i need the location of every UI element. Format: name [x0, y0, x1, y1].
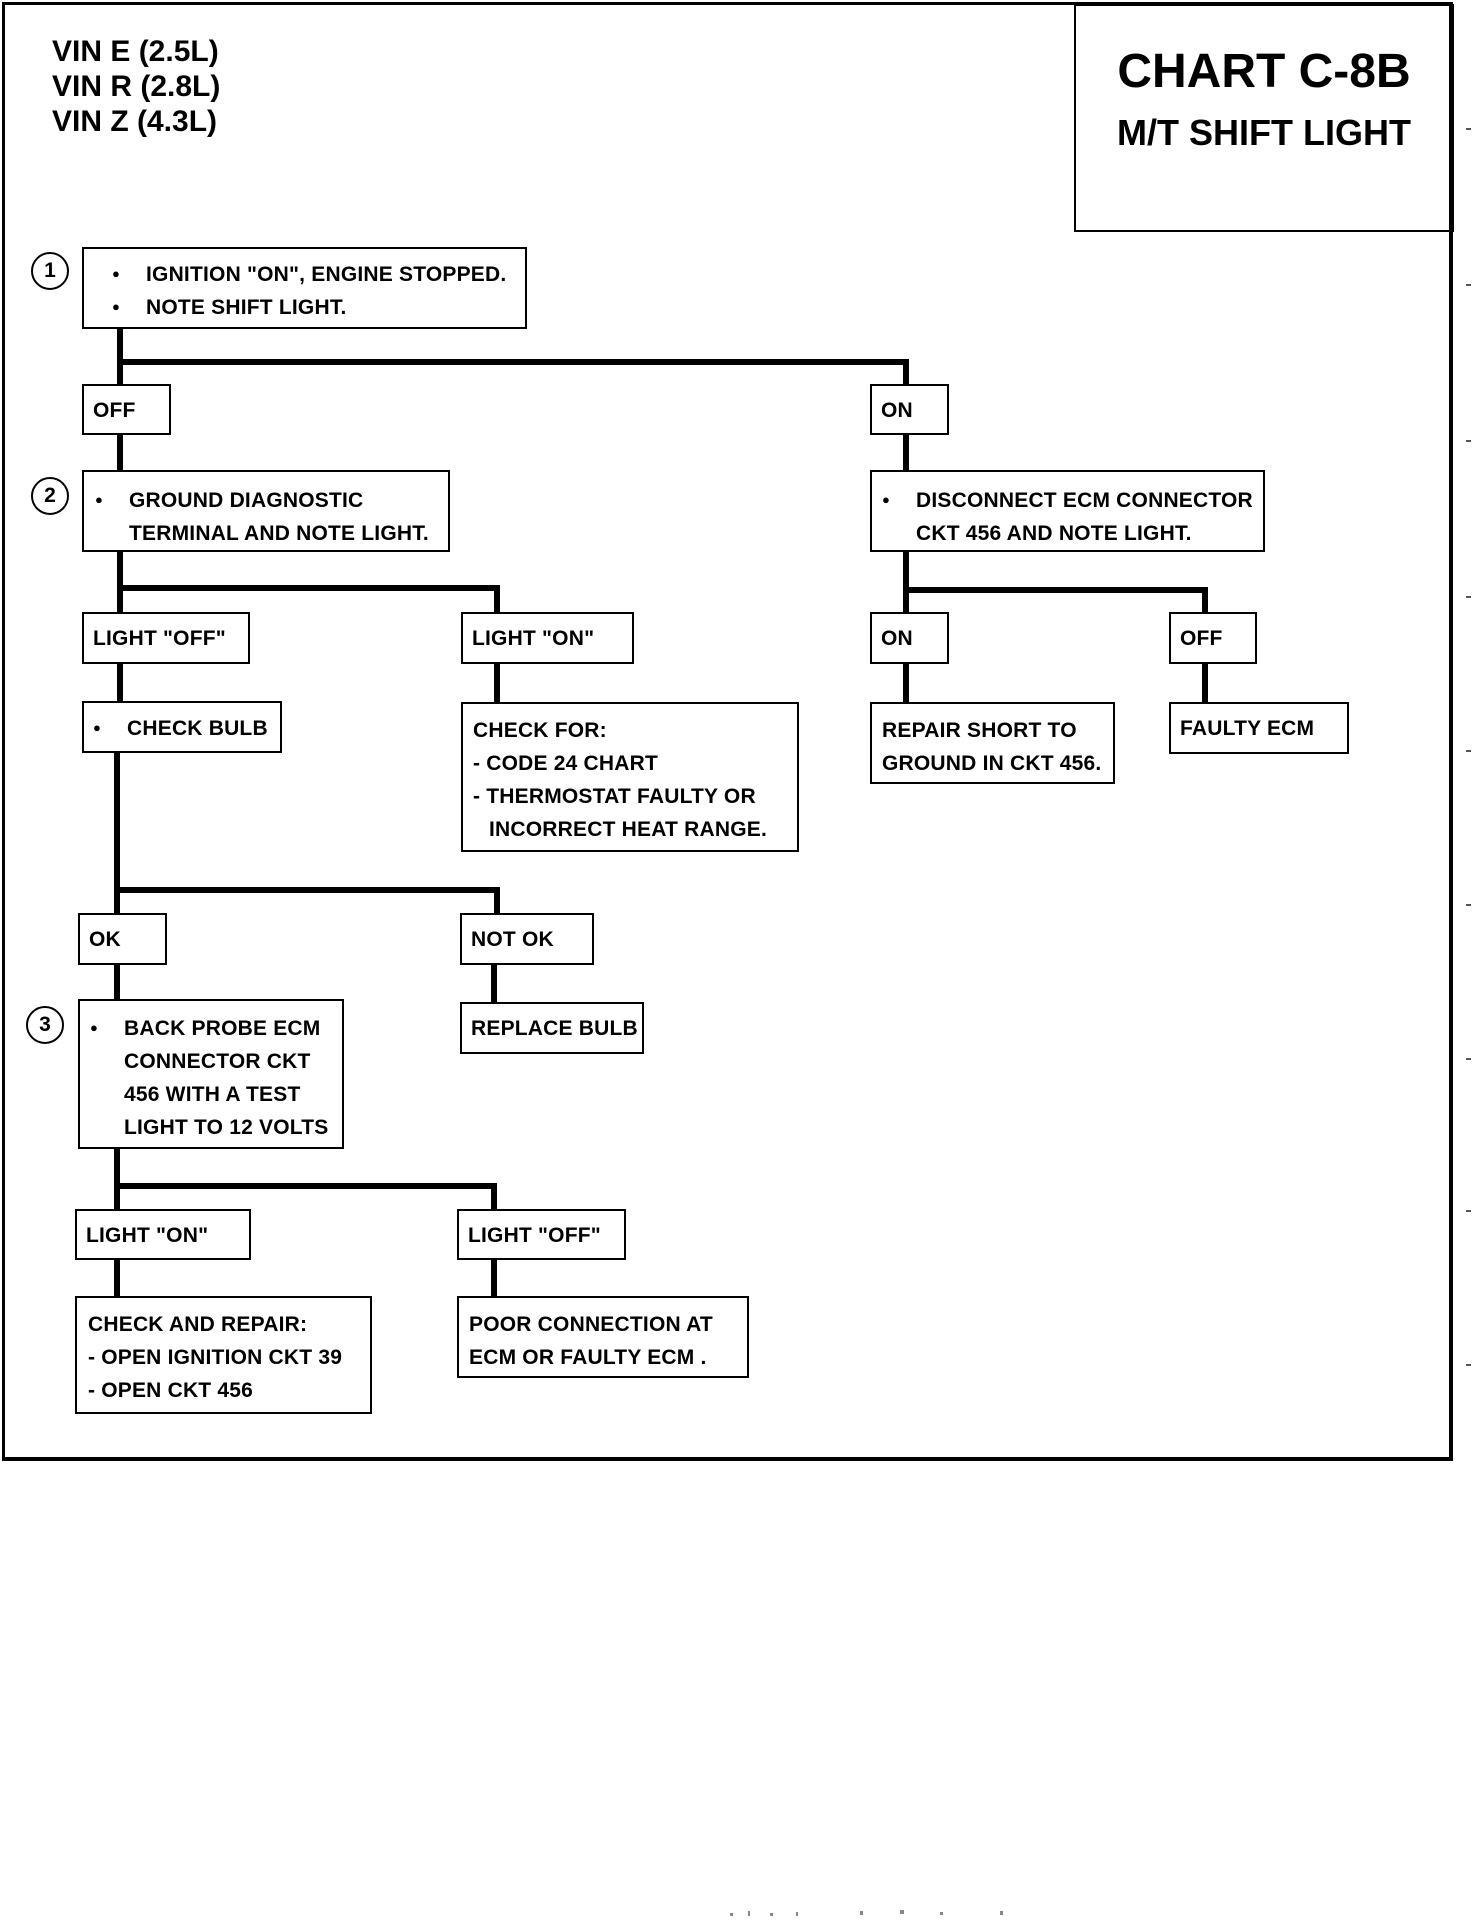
check-for-line-4: INCORRECT HEAT RANGE. [489, 818, 767, 841]
step3-line-1: BACK PROBE ECM [90, 1017, 320, 1041]
repair-short-line-1: REPAIR SHORT TO [882, 719, 1077, 742]
step3-line-4: LIGHT TO 12 VOLTS [124, 1116, 329, 1139]
step1-box: IGNITION "ON", ENGINE STOPPED. NOTE SHIF… [82, 247, 527, 329]
repair-short-line-2: GROUND IN CKT 456. [882, 752, 1102, 775]
poor-connection-box: POOR CONNECTION AT ECM OR FAULTY ECM . [457, 1296, 749, 1378]
vin-line-e: VIN E (2.5L) [52, 35, 219, 68]
disconnect-line-2: CKT 456 AND NOTE LIGHT. [916, 522, 1192, 545]
step-number-2: 2 [31, 477, 69, 515]
poor-connection-line-2: ECM OR FAULTY ECM . [469, 1346, 707, 1369]
disconnect-ecm-box: DISCONNECT ECM CONNECTOR CKT 456 AND NOT… [870, 470, 1265, 552]
check-repair-line-3: - OPEN CKT 456 [88, 1379, 254, 1402]
step-number-1: 1 [31, 252, 69, 290]
margin-tick [1466, 1058, 1471, 1060]
diagram-frame [2, 2, 1453, 1461]
branch-off-1: OFF [82, 384, 171, 435]
margin-tick [1466, 596, 1471, 598]
margin-tick [1466, 904, 1471, 906]
check-for-line-2: - CODE 24 CHART [473, 752, 659, 775]
branch-ok: OK [78, 913, 167, 965]
faulty-ecm-box: FAULTY ECM [1169, 702, 1349, 754]
check-bulb-box: CHECK BULB [82, 701, 282, 753]
check-bulb-text: CHECK BULB [93, 717, 268, 741]
step1-line-2: NOTE SHIFT LIGHT. [112, 296, 347, 320]
poor-connection-line-1: POOR CONNECTION AT [469, 1313, 713, 1336]
margin-tick [1466, 284, 1471, 286]
step2-line-1: GROUND DIAGNOSTIC [95, 489, 363, 513]
light-off-branch-a: LIGHT "OFF" [82, 612, 250, 664]
disconnect-line-1: DISCONNECT ECM CONNECTOR [882, 489, 1253, 513]
step3-box: BACK PROBE ECM CONNECTOR CKT 456 WITH A … [78, 999, 344, 1149]
margin-tick [1466, 1210, 1471, 1212]
margin-tick [1466, 440, 1471, 442]
margin-tick [1466, 128, 1471, 130]
check-for-box: CHECK FOR: - CODE 24 CHART - THERMOSTAT … [461, 702, 799, 852]
step2-box: GROUND DIAGNOSTIC TERMINAL AND NOTE LIGH… [82, 470, 450, 552]
step-number-3: 3 [26, 1006, 64, 1044]
vin-line-z: VIN Z (4.3L) [52, 105, 218, 138]
scan-noise [730, 1910, 1003, 1916]
branch-not-ok: NOT OK [460, 913, 594, 965]
branch-on-1: ON [870, 384, 949, 435]
margin-tick [1466, 750, 1471, 752]
chart-title: CHART C-8B [1117, 45, 1411, 98]
step3-line-3: 456 WITH A TEST [124, 1083, 301, 1106]
light-on-branch-a: LIGHT "ON" [461, 612, 634, 664]
light-on-branch-b: LIGHT "ON" [75, 1209, 251, 1260]
vin-line-r: VIN R (2.8L) [52, 70, 221, 103]
step3-line-2: CONNECTOR CKT [124, 1050, 311, 1073]
check-repair-line-2: - OPEN IGNITION CKT 39 [88, 1346, 343, 1369]
check-and-repair-box: CHECK AND REPAIR: - OPEN IGNITION CKT 39… [75, 1296, 372, 1414]
chart-title-box: CHART C-8B M/T SHIFT LIGHT [1074, 4, 1454, 232]
branch-off-2: OFF [1169, 612, 1257, 664]
step2-line-2: TERMINAL AND NOTE LIGHT. [129, 522, 429, 545]
check-for-line-1: CHECK FOR: [473, 719, 607, 742]
chart-subtitle: M/T SHIFT LIGHT [1117, 112, 1411, 153]
repair-short-box: REPAIR SHORT TO GROUND IN CKT 456. [870, 702, 1115, 784]
step1-line-1: IGNITION "ON", ENGINE STOPPED. [112, 263, 506, 287]
branch-on-2: ON [870, 612, 949, 664]
margin-tick [1466, 1364, 1471, 1366]
light-off-branch-b: LIGHT "OFF" [457, 1209, 626, 1260]
replace-bulb-box: REPLACE BULB [460, 1002, 644, 1054]
check-for-line-3: - THERMOSTAT FAULTY OR [473, 785, 756, 808]
check-repair-line-1: CHECK AND REPAIR: [88, 1313, 308, 1336]
